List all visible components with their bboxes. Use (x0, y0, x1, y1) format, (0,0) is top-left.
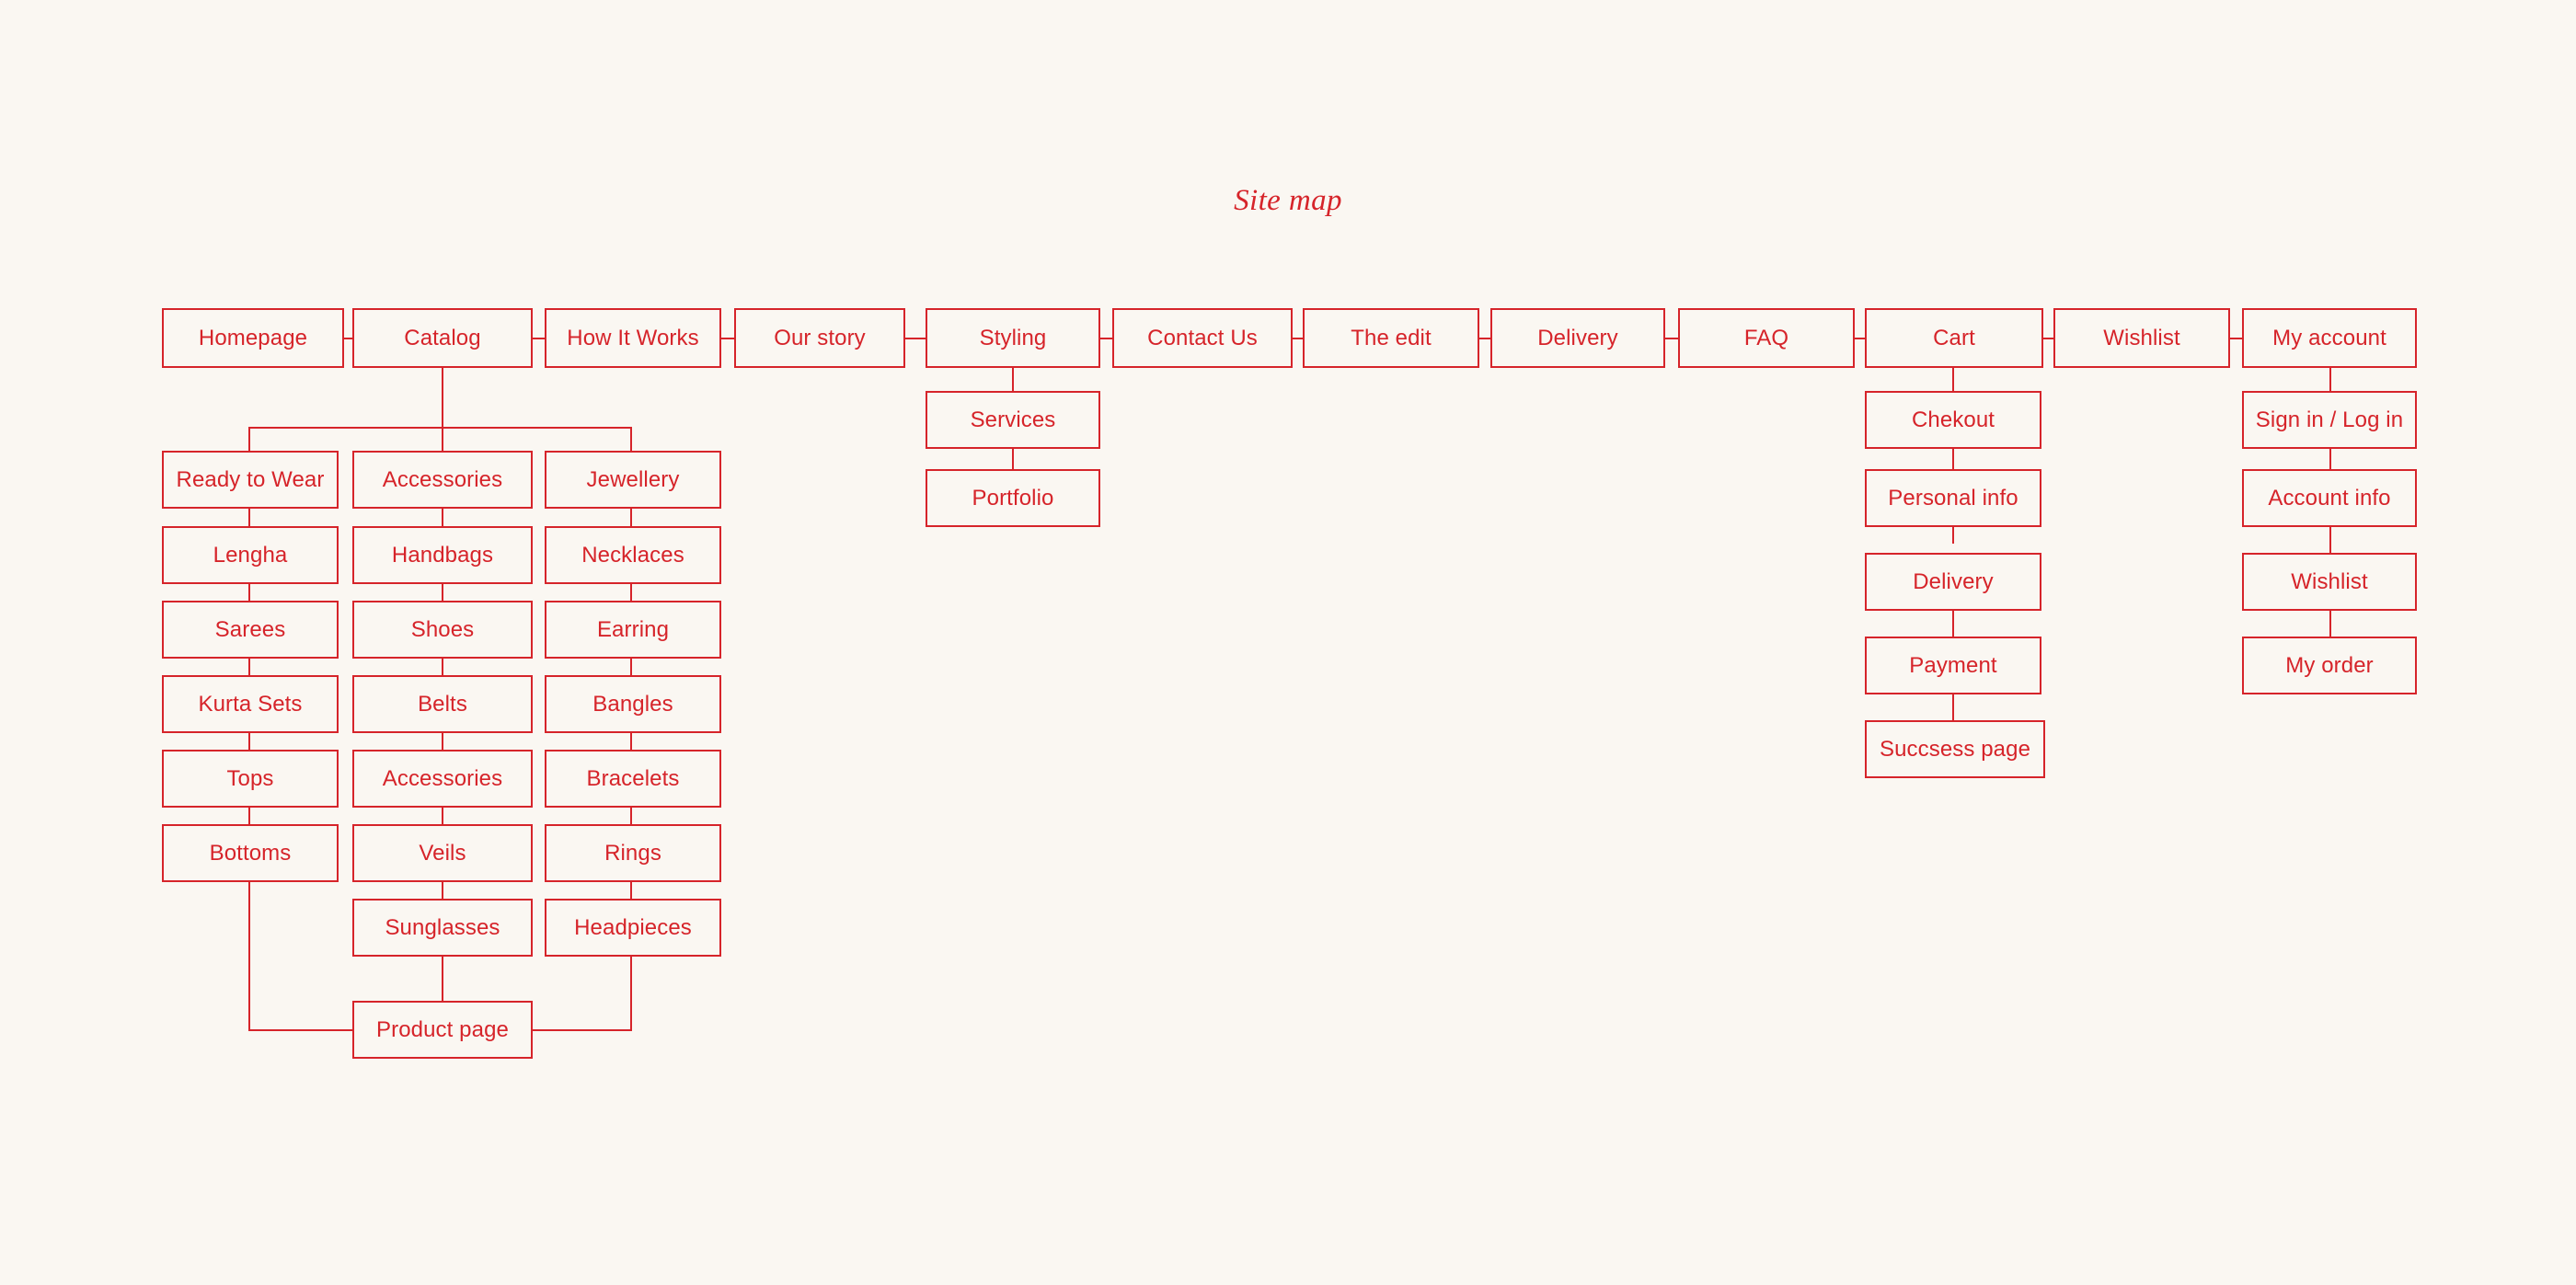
connector-catalog-drop-rtw (248, 427, 250, 464)
node-kurta-sets[interactable]: Kurta Sets (162, 675, 339, 733)
node-personal-info[interactable]: Personal info (1865, 469, 2041, 527)
node-ready-to-wear[interactable]: Ready to Wear (162, 451, 339, 509)
connector-jew-2 (630, 584, 632, 601)
node-product-page[interactable]: Product page (352, 1001, 533, 1059)
node-account-wishlist[interactable]: Wishlist (2242, 553, 2417, 611)
node-payment[interactable]: Payment (1865, 637, 2041, 694)
connector-rtw-3 (248, 659, 250, 675)
connector-catalog-bar (248, 427, 632, 429)
node-bracelets[interactable]: Bracelets (545, 750, 721, 808)
node-catalog[interactable]: Catalog (352, 308, 533, 368)
connector-acc-1 (442, 509, 443, 526)
connector-cart-4 (1952, 694, 1954, 728)
node-bangles[interactable]: Bangles (545, 675, 721, 733)
connector-jew-4 (630, 733, 632, 750)
connector-headpieces-down (630, 957, 632, 1031)
node-veils[interactable]: Veils (352, 824, 533, 882)
connector-rtw-1 (248, 509, 250, 526)
node-bottoms[interactable]: Bottoms (162, 824, 339, 882)
connector-acc-6 (442, 882, 443, 899)
connector-top-5 (1100, 338, 1112, 339)
node-how-it-works[interactable]: How It Works (545, 308, 721, 368)
node-belts[interactable]: Belts (352, 675, 533, 733)
connector-acc-4 (442, 733, 443, 750)
node-accessories[interactable]: Accessories (352, 451, 533, 509)
node-jewellery[interactable]: Jewellery (545, 451, 721, 509)
node-sarees[interactable]: Sarees (162, 601, 339, 659)
connector-acct-2 (2329, 527, 2331, 553)
node-accessories-sub[interactable]: Accessories (352, 750, 533, 808)
connector-top-7 (1479, 338, 1490, 339)
node-the-edit[interactable]: The edit (1303, 308, 1479, 368)
node-our-story[interactable]: Our story (734, 308, 905, 368)
node-portfolio[interactable]: Portfolio (926, 469, 1100, 527)
connector-rtw-2 (248, 584, 250, 601)
connector-cart-3 (1952, 611, 1954, 637)
connector-account-drop (2329, 368, 2331, 400)
connector-top-11 (2230, 338, 2242, 339)
connector-catalog-drop-acc (442, 427, 443, 464)
connector-top-2 (533, 338, 545, 339)
connector-services-portfolio (1012, 449, 1014, 470)
node-homepage[interactable]: Homepage (162, 308, 344, 368)
connector-jew-3 (630, 659, 632, 675)
connector-top-10 (2043, 338, 2053, 339)
connector-jew-1 (630, 509, 632, 526)
connector-cart-2 (1952, 527, 1954, 544)
node-services[interactable]: Services (926, 391, 1100, 449)
connector-bottoms-down (248, 882, 250, 1031)
connector-acc-3 (442, 659, 443, 675)
connector-rtw-5 (248, 808, 250, 824)
node-rings[interactable]: Rings (545, 824, 721, 882)
connector-styling-drop (1012, 368, 1014, 400)
node-headpieces[interactable]: Headpieces (545, 899, 721, 957)
connector-top-3 (721, 338, 734, 339)
node-handbags[interactable]: Handbags (352, 526, 533, 584)
node-my-account[interactable]: My account (2242, 308, 2417, 368)
connector-acc-2 (442, 584, 443, 601)
connector-top-6 (1293, 338, 1303, 339)
node-delivery[interactable]: Delivery (1490, 308, 1665, 368)
node-styling[interactable]: Styling (926, 308, 1100, 368)
node-necklaces[interactable]: Necklaces (545, 526, 721, 584)
connector-catalog-drop-jew (630, 427, 632, 464)
node-sunglasses[interactable]: Sunglasses (352, 899, 533, 957)
connector-acc-5 (442, 808, 443, 824)
connector-acct-3 (2329, 611, 2331, 637)
connector-jew-6 (630, 882, 632, 899)
connector-sunglasses-product (442, 957, 443, 1001)
node-lengha[interactable]: Lengha (162, 526, 339, 584)
node-account-info[interactable]: Account info (2242, 469, 2417, 527)
node-wishlist[interactable]: Wishlist (2053, 308, 2230, 368)
node-earring[interactable]: Earring (545, 601, 721, 659)
connector-top-8 (1665, 338, 1678, 339)
connector-rtw-4 (248, 733, 250, 750)
page-title: Site map (1234, 184, 1342, 217)
node-faq[interactable]: FAQ (1678, 308, 1855, 368)
node-sign-in[interactable]: Sign in / Log in (2242, 391, 2417, 449)
connector-jew-5 (630, 808, 632, 824)
connector-headpieces-left (529, 1029, 632, 1031)
connector-cart-1 (1952, 449, 1954, 470)
node-my-order[interactable]: My order (2242, 637, 2417, 694)
node-success-page[interactable]: Succsess page (1865, 720, 2045, 778)
connector-catalog-drop (442, 368, 443, 428)
connector-bottoms-right (248, 1029, 354, 1031)
connector-top-1 (344, 338, 352, 339)
node-cart[interactable]: Cart (1865, 308, 2043, 368)
connector-cart-drop (1952, 368, 1954, 400)
node-chekout[interactable]: Chekout (1865, 391, 2041, 449)
node-tops[interactable]: Tops (162, 750, 339, 808)
connector-top-9 (1855, 338, 1865, 339)
node-shoes[interactable]: Shoes (352, 601, 533, 659)
connector-top-4 (905, 338, 926, 339)
connector-acct-1 (2329, 449, 2331, 470)
node-cart-delivery[interactable]: Delivery (1865, 553, 2041, 611)
node-contact-us[interactable]: Contact Us (1112, 308, 1293, 368)
